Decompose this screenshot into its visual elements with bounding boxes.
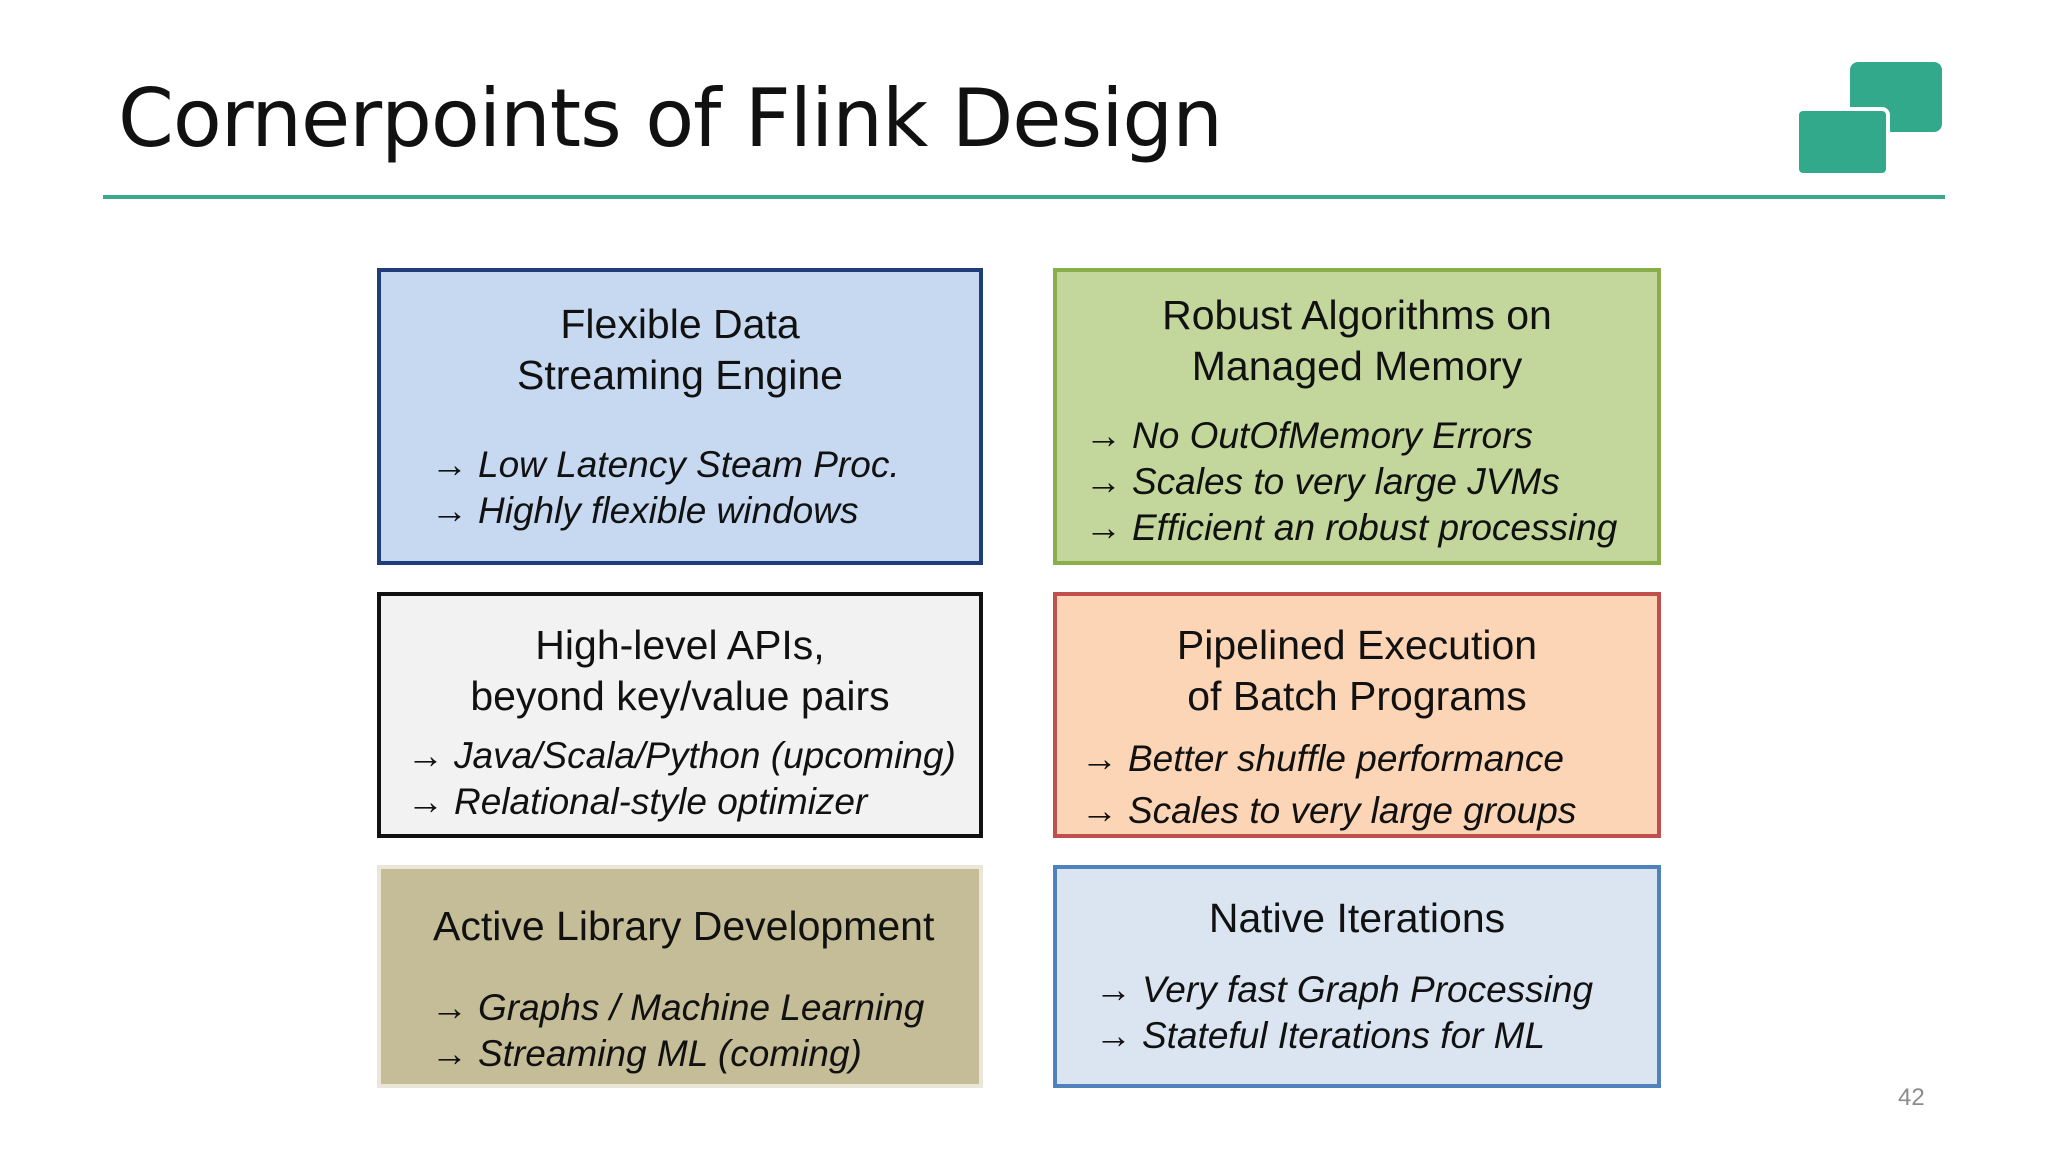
box-title: High-level APIs, beyond key/value pairs (381, 620, 979, 722)
box-active-library-development: Active Library Development →Graphs / Mac… (377, 865, 983, 1088)
box-title: Pipelined Execution of Batch Programs (1057, 620, 1657, 722)
flink-logo-icon (1795, 62, 1947, 178)
box-robust-algorithms-managed-memory: Robust Algorithms on Managed Memory →No … (1053, 268, 1661, 565)
arrow-right-icon: → (407, 781, 444, 822)
box-title-line: High-level APIs, (535, 622, 825, 668)
arrow-right-icon: → (431, 490, 468, 531)
bullet-text: Efficient an robust processing (1132, 507, 1618, 548)
arrow-right-icon: → (407, 735, 444, 776)
box-high-level-apis: High-level APIs, beyond key/value pairs … (377, 592, 983, 838)
bullet-text: Graphs / Machine Learning (478, 987, 925, 1028)
bullet-item: →Low Latency Steam Proc. (431, 442, 900, 488)
bullet-text: Relational-style optimizer (454, 781, 868, 822)
bullet-text: Java/Scala/Python (upcoming) (454, 735, 956, 776)
arrow-right-icon: → (431, 1033, 468, 1074)
bullet-item: →Efficient an robust processing (1085, 505, 1617, 551)
arrow-right-icon: → (1095, 1015, 1132, 1056)
arrow-right-icon: → (1085, 507, 1122, 548)
bullet-item: →Stateful Iterations for ML (1095, 1013, 1545, 1059)
bullet-text: Highly flexible windows (478, 490, 859, 531)
box-title: Flexible Data Streaming Engine (381, 299, 979, 401)
title-divider (103, 195, 1945, 199)
box-title-line: beyond key/value pairs (470, 673, 890, 719)
box-title: Robust Algorithms on Managed Memory (1057, 290, 1657, 392)
bullet-item: →Scales to very large JVMs (1085, 459, 1560, 505)
box-title-line: Streaming Engine (517, 352, 843, 398)
box-pipelined-execution: Pipelined Execution of Batch Programs →B… (1053, 592, 1661, 838)
box-title-line: of Batch Programs (1187, 673, 1527, 719)
box-flexible-data-streaming-engine: Flexible Data Streaming Engine →Low Late… (377, 268, 983, 565)
bullet-item: →Highly flexible windows (431, 488, 858, 534)
bullet-text: Better shuffle performance (1128, 738, 1564, 779)
bullet-text: Stateful Iterations for ML (1142, 1015, 1546, 1056)
bullet-item: →No OutOfMemory Errors (1085, 413, 1533, 459)
bullet-item: →Very fast Graph Processing (1095, 967, 1593, 1013)
page-number: 42 (1898, 1084, 1925, 1111)
box-native-iterations: Native Iterations →Very fast Graph Proce… (1053, 865, 1661, 1088)
box-title-line: Active Library Development (433, 903, 935, 949)
box-title-line: Robust Algorithms on (1162, 292, 1552, 338)
arrow-right-icon: → (1095, 969, 1132, 1010)
box-title: Active Library Development (433, 901, 934, 952)
slide-title: Cornerpoints of Flink Design (118, 72, 1223, 165)
bullet-text: Very fast Graph Processing (1142, 969, 1594, 1010)
arrow-right-icon: → (1085, 415, 1122, 456)
box-title-line: Pipelined Execution (1176, 622, 1538, 668)
arrow-right-icon: → (1085, 461, 1122, 502)
bullet-item: →Streaming ML (coming) (431, 1031, 862, 1077)
bullet-item: →Relational-style optimizer (407, 779, 867, 825)
bullet-text: Scales to very large JVMs (1132, 461, 1560, 502)
bullet-text: No OutOfMemory Errors (1132, 415, 1533, 456)
arrow-right-icon: → (431, 444, 468, 485)
bullet-item: →Java/Scala/Python (upcoming) (407, 733, 956, 779)
box-title-line: Managed Memory (1191, 343, 1523, 389)
logo-square-front (1795, 107, 1890, 177)
arrow-right-icon: → (1081, 738, 1118, 779)
box-title: Native Iterations (1057, 893, 1657, 944)
arrow-right-icon: → (1081, 790, 1118, 831)
arrow-right-icon: → (431, 987, 468, 1028)
bullet-item: →Scales to very large groups (1081, 788, 1576, 834)
bullet-text: Low Latency Steam Proc. (478, 444, 900, 485)
bullet-item: →Better shuffle performance (1081, 736, 1564, 782)
bullet-text: Streaming ML (coming) (478, 1033, 862, 1074)
bullet-text: Scales to very large groups (1128, 790, 1577, 831)
bullet-item: →Graphs / Machine Learning (431, 985, 924, 1031)
box-title-line: Native Iterations (1208, 895, 1506, 941)
box-title-line: Flexible Data (560, 301, 800, 347)
